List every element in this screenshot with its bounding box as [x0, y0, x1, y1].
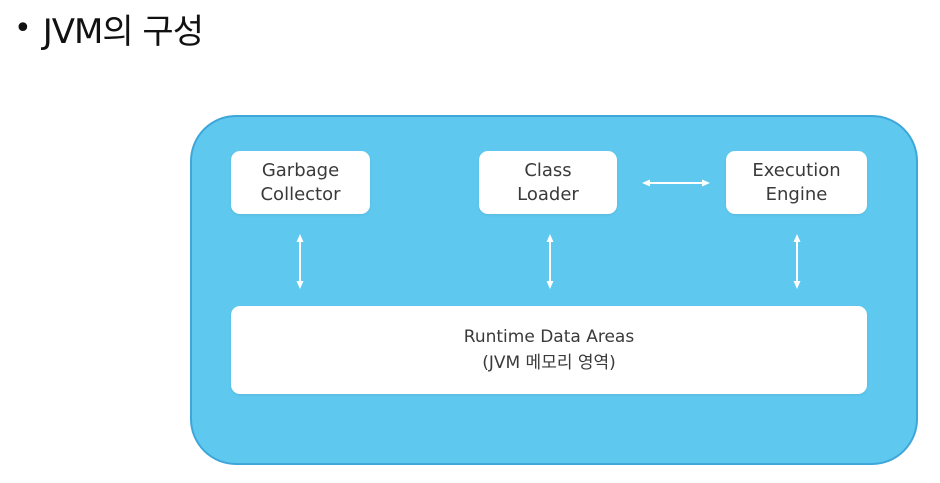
garbage-collector-line2: Collector	[260, 183, 341, 205]
slide-heading: • JVM의 구성	[14, 4, 204, 52]
garbage-collector-box: Garbage Collector	[231, 151, 370, 214]
runtime-data-areas-line1: Runtime Data Areas	[463, 327, 635, 347]
execution-engine-line2: Engine	[765, 183, 828, 205]
runtime-data-areas-box: Runtime Data Areas (JVM 메모리 영역)	[231, 306, 867, 394]
bullet-marker: •	[14, 10, 32, 46]
execution-engine-line1: Execution	[752, 159, 841, 181]
class-loader-line1: Class	[524, 159, 572, 181]
heading-text: JVM의 구성	[42, 11, 204, 52]
class-loader-box: Class Loader	[479, 151, 617, 214]
runtime-data-areas-line2: (JVM 메모리 영역)	[482, 353, 616, 373]
execution-engine-box: Execution Engine	[726, 151, 867, 214]
class-loader-line2: Loader	[517, 183, 579, 205]
garbage-collector-line1: Garbage	[261, 159, 340, 181]
